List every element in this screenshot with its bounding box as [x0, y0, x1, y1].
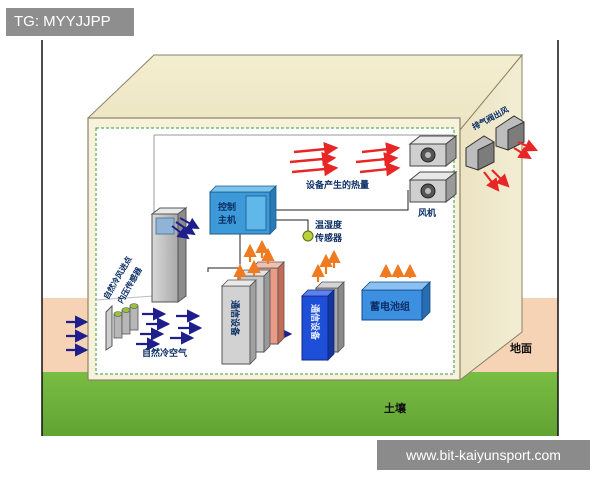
heat-from-equipment-label: 设备产生的热量 [306, 179, 369, 191]
fan-label: 风机 [418, 207, 436, 219]
wire-control-to-fan [270, 190, 409, 211]
rising-heat-arrows [233, 239, 417, 282]
pressure-sensor-cylinders [113, 303, 139, 339]
natural-cold-air-label: 自然冷空气 [142, 347, 187, 359]
fan-unit-bottom [408, 170, 458, 204]
air-inlet-louver [105, 304, 113, 351]
control-host-label-2: 主机 [218, 214, 236, 226]
comm-equipment-label-2: 通信设备 [309, 304, 321, 341]
interior-floor-line [95, 295, 155, 301]
watermark-top: TG: MYYJJPP [6, 8, 134, 36]
indoor-unit-outflow-arrows [171, 217, 200, 240]
watermark-bottom-url: www.bit-kaiyunsport.com [377, 440, 590, 470]
temp-humidity-label-2: 传感器 [314, 232, 343, 244]
battery-pack-label: 蓄电池组 [370, 300, 410, 313]
battery-pack [361, 281, 431, 321]
comm-equipment-rack-right [301, 281, 345, 361]
comm-equipment-label-1: 通信设备 [229, 300, 241, 337]
ground-label: 地面 [510, 341, 532, 355]
temp-humidity-label-1: 温湿度 [315, 219, 343, 231]
wire-control-to-sensor [270, 219, 309, 232]
outside-cold-air-arrows [66, 315, 89, 357]
fan-unit-top [408, 134, 458, 168]
control-host-label-1: 控制 [218, 201, 236, 213]
control-host [209, 185, 277, 235]
indoor-unit [150, 207, 188, 303]
soil-area [42, 372, 558, 436]
exhaust-arrows [483, 139, 539, 192]
exhaust-vent-left [465, 135, 495, 171]
soil-label: 土壤 [384, 401, 407, 415]
temp-humidity-sensor-icon [302, 230, 314, 242]
wire-control-to-ac [207, 232, 241, 272]
heat-arrows [289, 141, 401, 177]
